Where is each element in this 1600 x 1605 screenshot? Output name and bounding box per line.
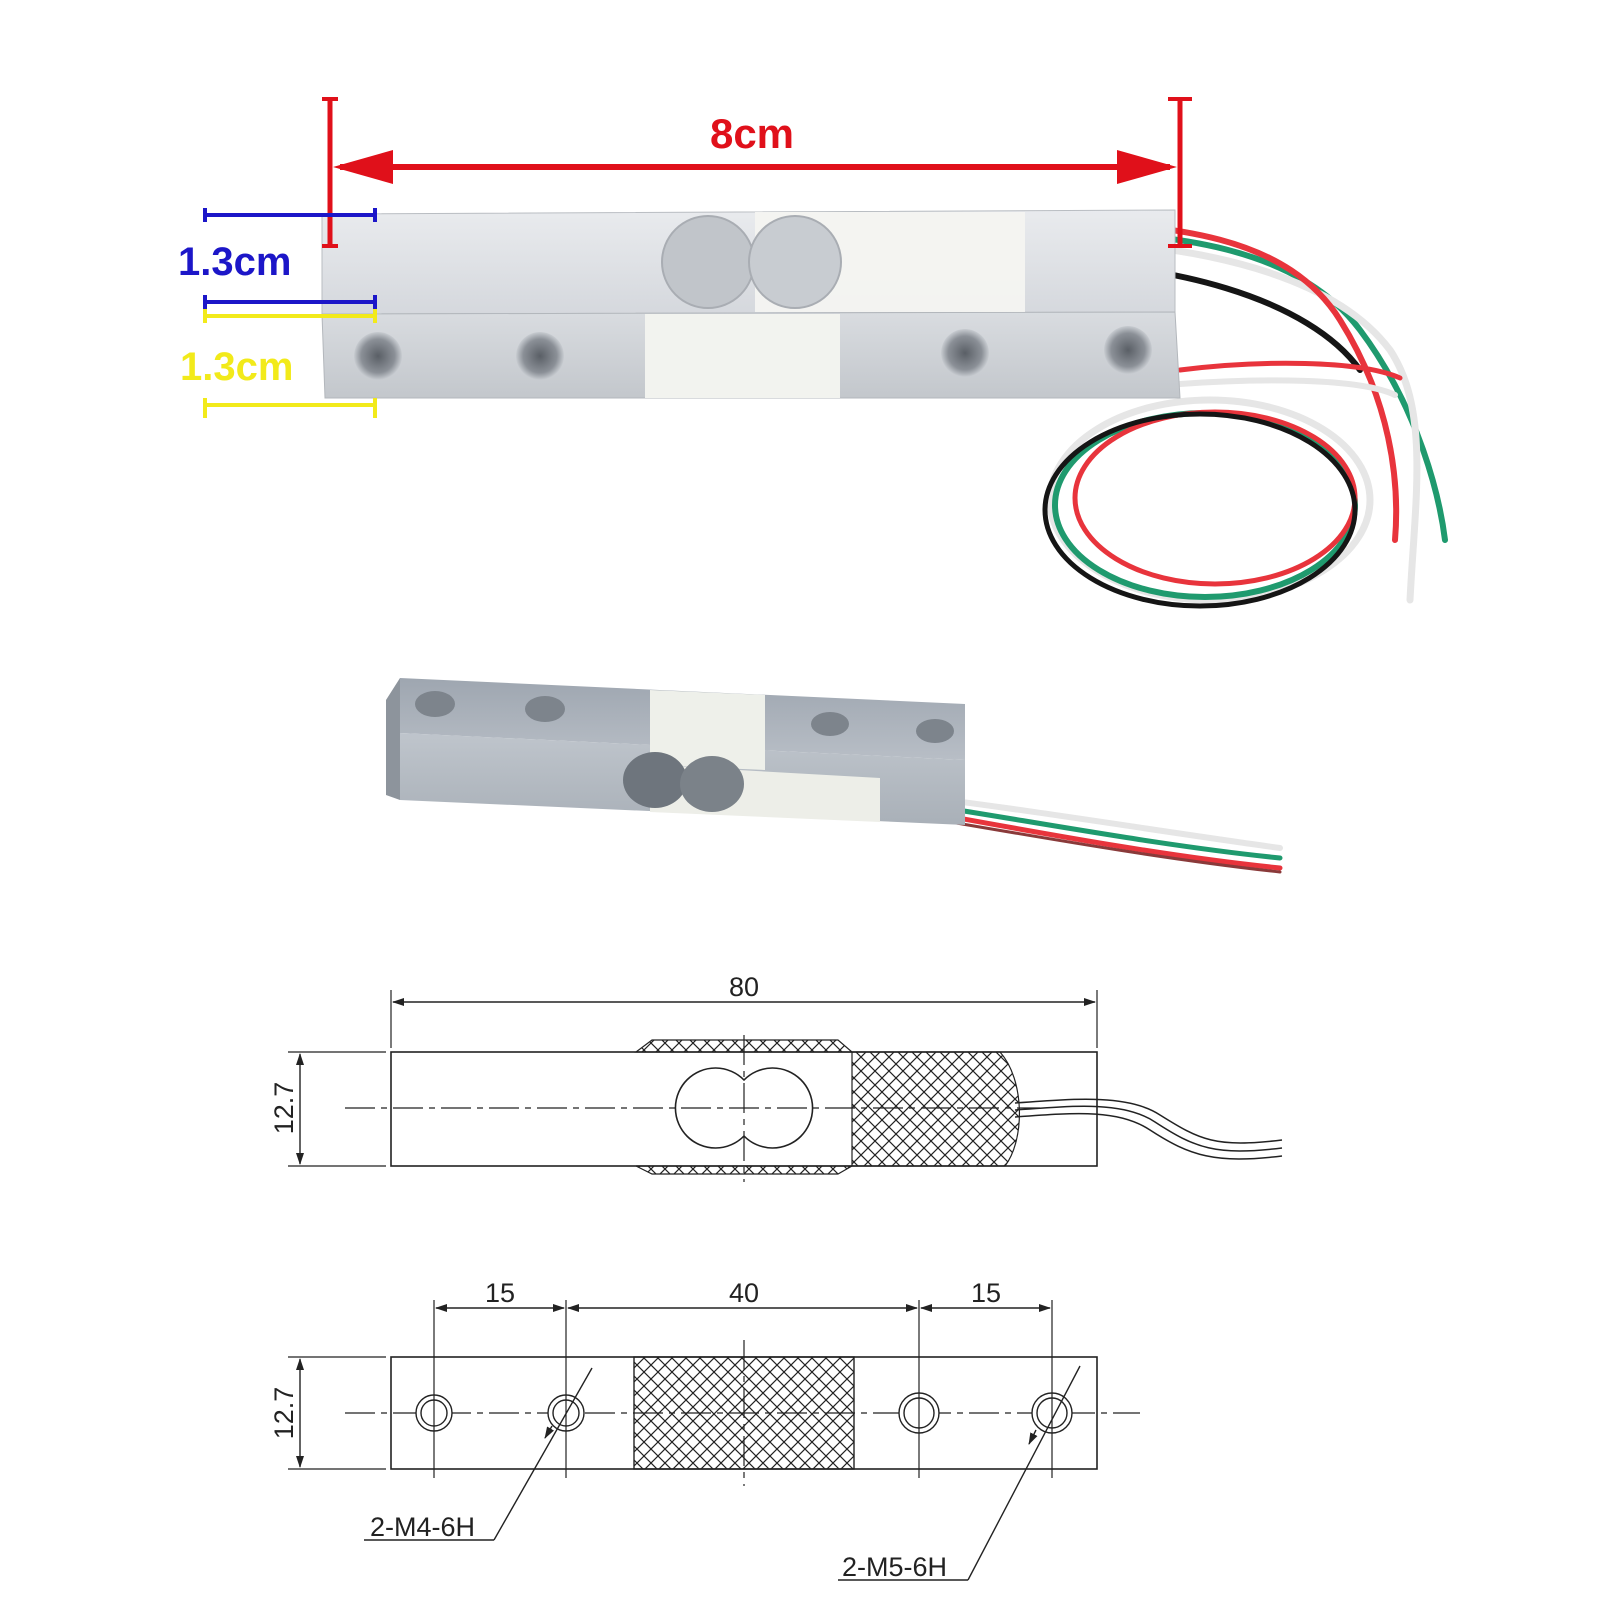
top-view-height-label: 12.7 bbox=[269, 1387, 299, 1440]
width-label: 1.3cm bbox=[180, 345, 293, 389]
right-thread-label: 2-M5-6H bbox=[842, 1552, 947, 1582]
length-label: 8cm bbox=[710, 110, 794, 157]
height-label: 1.3cm bbox=[178, 240, 291, 284]
left-hole-spacing-label: 15 bbox=[485, 1278, 515, 1308]
mount-holes-top-photo bbox=[354, 326, 1152, 380]
side-view-height-label: 12.7 bbox=[269, 1082, 299, 1135]
overall-length-label: 80 bbox=[729, 972, 759, 1002]
center-spacing-label: 40 bbox=[729, 1278, 759, 1308]
left-thread-label: 2-M4-6H bbox=[370, 1512, 475, 1542]
load-cell-photo-top bbox=[321, 209, 1181, 399]
drawing-wires bbox=[1014, 1098, 1283, 1160]
length-dimension-marker bbox=[322, 97, 1192, 248]
perspective-photo-group bbox=[386, 678, 1283, 874]
height-dimension-marker bbox=[203, 208, 377, 309]
width-dimension-marker bbox=[203, 309, 377, 418]
load-cell-photo-side bbox=[386, 678, 965, 825]
mount-holes-side-photo bbox=[415, 691, 954, 743]
top-view-drawing bbox=[288, 1300, 1140, 1581]
side-view-drawing bbox=[288, 990, 1283, 1182]
side-view-hatch-right bbox=[851, 1051, 1020, 1167]
top-photo-group: 8cm 1.3cm 1.3cm bbox=[178, 97, 1448, 609]
right-hole-spacing-label: 15 bbox=[971, 1278, 1001, 1308]
